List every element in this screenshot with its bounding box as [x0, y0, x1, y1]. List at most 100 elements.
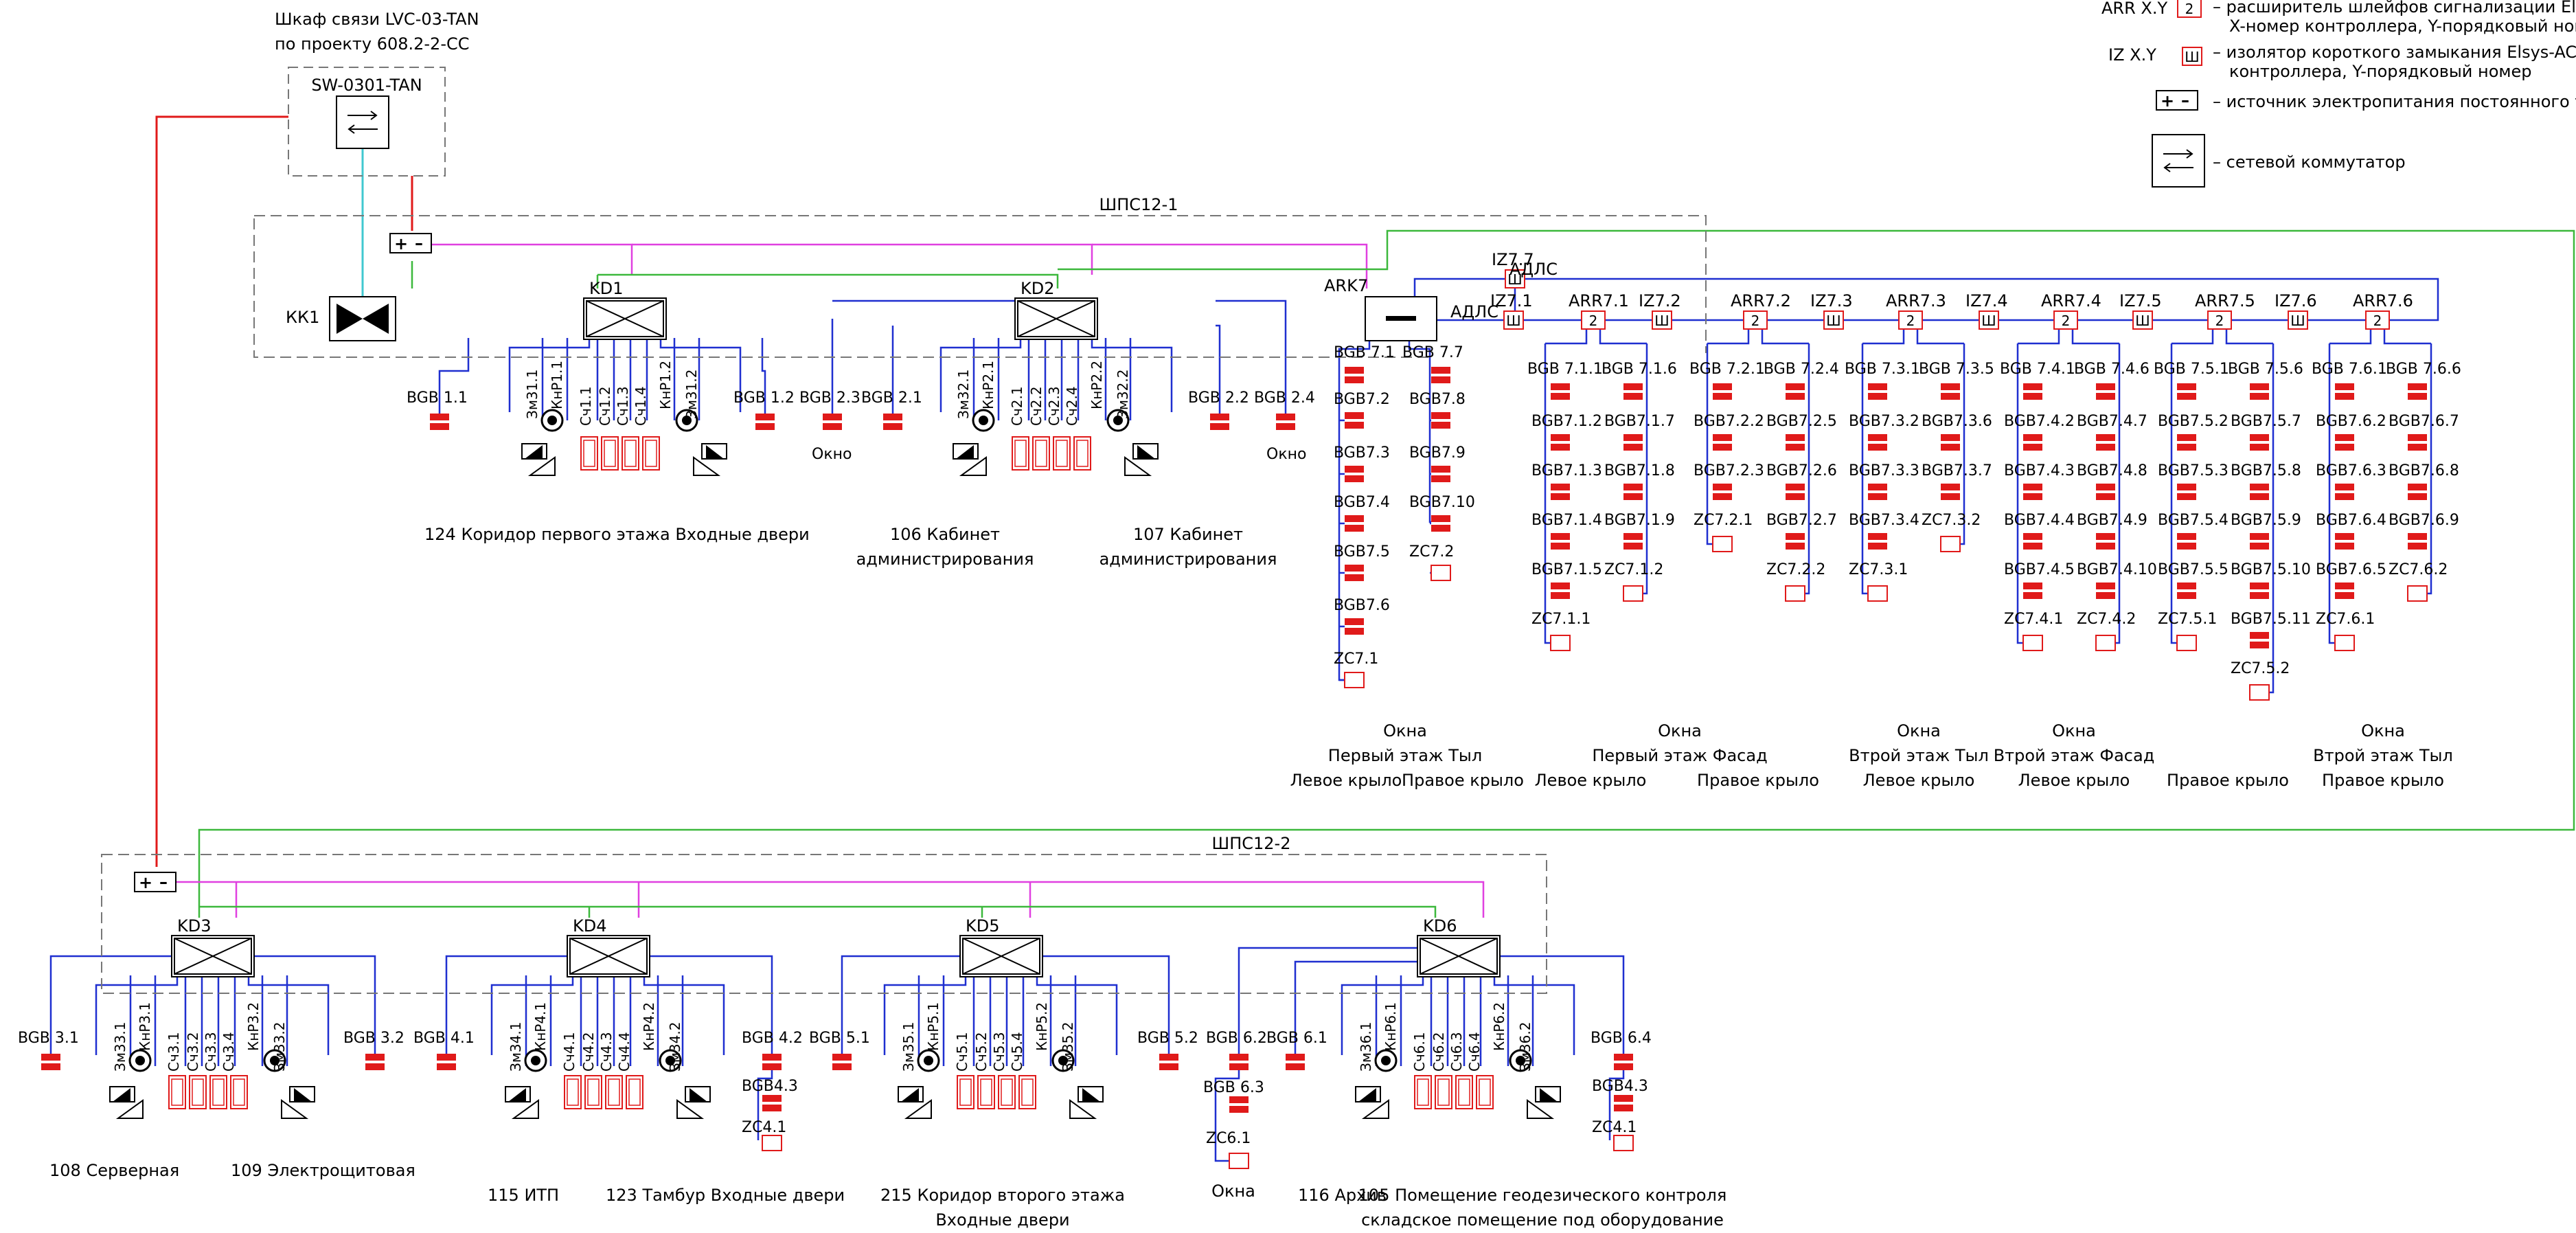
counter-label: Сч5.2 [973, 1032, 990, 1072]
bgb-sensor-icon [2177, 582, 2196, 599]
window-group-label: Окна [1897, 721, 1941, 740]
bgb-sensor-icon [2250, 383, 2269, 400]
lock-label: Зм34.1 [508, 1022, 524, 1072]
zc-terminator-icon [2407, 585, 2428, 602]
reader-label: КнР4.1 [532, 1002, 549, 1051]
bgb-band [1623, 390, 1643, 393]
bgb-label: BGB7.6 [1334, 597, 1390, 614]
bgb-label: BGB7.5.8 [2231, 462, 2301, 479]
bgb-sensor-icon [1868, 533, 1887, 550]
bgb-label: BGB7.2 [1334, 391, 1390, 408]
arr-wire [2172, 330, 2214, 345]
arr-label: ARR7.6 [2353, 291, 2413, 310]
arr-badge-icon [1581, 310, 1606, 330]
power-minus: – [2181, 91, 2189, 110]
arr-badge-icon [2365, 310, 2390, 330]
bgb-band [832, 1061, 852, 1063]
shps2-frame [101, 854, 1547, 994]
bgb-sensor-icon [1868, 434, 1887, 451]
bgb-sensor-icon [1786, 383, 1805, 400]
counter-inner [1458, 1078, 1470, 1106]
arr-badge-label: 2 [1751, 313, 1760, 329]
bgb-label: BGB7.3.6 [1922, 413, 1992, 430]
iz-isolator-icon [1505, 269, 1525, 289]
window-group-label: Втрой этаж Тыл [2313, 746, 2453, 765]
bgb-sensor-icon [1276, 414, 1295, 430]
counter-label: Сч6.2 [1431, 1032, 1447, 1072]
bgb-sensor-icon [1345, 466, 1364, 482]
bgb-label: BGB7.2.3 [1694, 462, 1764, 479]
arr-chain-wire [2170, 343, 2177, 644]
bgb-sensor-icon [430, 414, 449, 430]
iz-isolator-icon [2182, 47, 2202, 66]
counter-label: Сч6.3 [1448, 1032, 1465, 1072]
bgb-label: BGB 7.3.5 [1919, 361, 1994, 378]
bgb-sensor-icon [2335, 533, 2354, 550]
counter-label: Сч2.4 [1064, 386, 1080, 426]
bgb-label: BGB 7.2.1 [1689, 361, 1765, 378]
bgb-sensor-icon [1229, 1054, 1249, 1070]
bgb-label: ZC7.2.1 [1694, 512, 1753, 529]
bgb-wire [761, 338, 766, 414]
bgb-label: BGB7.1.5 [1531, 561, 1602, 578]
bgb-band [1229, 1061, 1249, 1063]
bgb-wire [1214, 1070, 1240, 1162]
card-reader-dot [1113, 416, 1123, 425]
bgb-label: BGB 6.4 [1591, 1030, 1652, 1047]
controller-label: KD2 [1021, 279, 1055, 298]
bgb-band [1786, 441, 1805, 444]
bgb-sensor-icon [2408, 484, 2427, 500]
room-label: 109 Электрощитовая [231, 1161, 415, 1180]
lock-triangle [511, 1099, 539, 1119]
switch-label: SW-0301-TAN [311, 76, 422, 95]
arr-wire [2018, 330, 2060, 345]
iz-isolator-glyph: Ш [1506, 313, 1520, 329]
iz-isolator-glyph: Ш [1981, 313, 1996, 329]
bgb-sensor-icon [1713, 383, 1732, 400]
bgb-label: BGB 2.3 [799, 389, 860, 407]
bgb-sensor-icon [2408, 434, 2427, 451]
bgb-sensor-icon [1623, 434, 1643, 451]
loop-wire [247, 975, 330, 1055]
arr-chain-wire [2016, 343, 2023, 644]
room-label: администрирования [856, 550, 1034, 569]
card-reader-dot [979, 416, 988, 425]
room-label: администрирования [1099, 550, 1277, 569]
arr-chain-wire [1805, 343, 1810, 595]
arr-wire [2225, 330, 2273, 345]
card-reader-dot [531, 1056, 540, 1065]
window-group-label: Первый этаж Фасад [1592, 746, 1767, 765]
iz-isolator-glyph: Ш [1507, 271, 1522, 288]
bgb-sensor-icon [1345, 565, 1364, 581]
bgb-label: BGB 7.2.4 [1764, 361, 1839, 378]
zc-terminator-icon [1867, 585, 1888, 602]
bgb-band [1623, 540, 1643, 543]
bgb-label: ZC7.3.2 [1922, 512, 1981, 529]
arr-badge-icon [1743, 310, 1768, 330]
bgb-wire [445, 955, 773, 1054]
adls-label: АДЛС [1450, 302, 1498, 321]
bgb-label: ZC7.2 [1409, 543, 1454, 561]
room-label: 105 Помещение геодезического контроля [1358, 1186, 1727, 1205]
bgb-label: ZC7.4.2 [2077, 611, 2136, 628]
iz-isolator-icon [1503, 310, 1524, 330]
room-label: 108 Серверная [49, 1161, 179, 1180]
bgb-band [1345, 419, 1364, 422]
bgb-band [1941, 490, 1960, 493]
bgb-sensor-icon [832, 1054, 852, 1070]
loop-wire [1091, 338, 1173, 412]
lock-triangle [693, 456, 721, 476]
bgb-band [2096, 490, 2115, 493]
legend-code: IZ X.Y [2108, 45, 2156, 65]
arr-label: ARR7.4 [2041, 291, 2101, 310]
zc-terminator-icon [2249, 684, 2270, 701]
bgb-label: BGB 5.1 [809, 1030, 870, 1047]
bgb-sensor-icon [755, 414, 775, 430]
bgb-band [1159, 1061, 1178, 1063]
bgb-sensor-icon [2023, 533, 2042, 550]
bgb-wire [1608, 1070, 1625, 1140]
devices-layer [41, 0, 2428, 1169]
bgb-label: BGB7.5.3 [2158, 462, 2229, 479]
bgb-label: ZC6.1 [1206, 1130, 1251, 1147]
zc-terminator-icon [1431, 565, 1451, 581]
